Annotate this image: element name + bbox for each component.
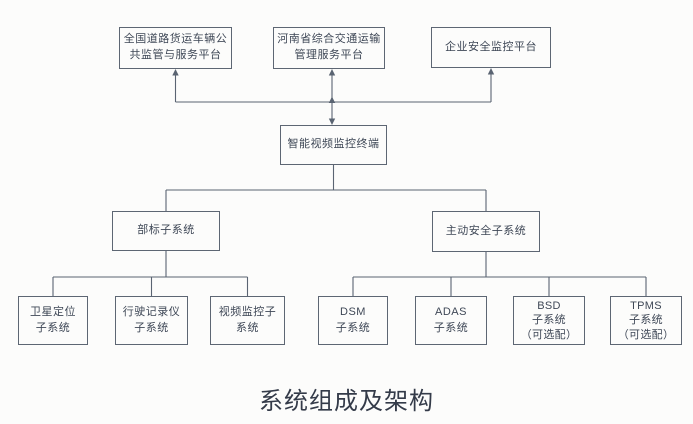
node-henan-transport-platform: 河南省综合交通运输 管理服务平台: [273, 27, 385, 69]
node-driving-recorder-subsystem: 行驶记录仪 子系统: [115, 296, 188, 345]
arrow-up-at-bus-junction: [328, 96, 336, 103]
node-dsm-subsystem: DSM 子系统: [318, 296, 388, 345]
level3-left-connectors: [52, 251, 249, 296]
arrow-down-into-terminal: [328, 118, 336, 125]
node-bubiao-subsystem: 部标子系统: [112, 211, 220, 251]
node-tpms-subsystem: TPMS 子系统 （可选配）: [610, 296, 682, 345]
top-bus-connectors: [172, 68, 495, 125]
node-national-freight-platform: 全国道路货运车辆公 共监管与服务平台: [119, 27, 232, 69]
node-intelligent-video-terminal: 智能视频监控终端: [280, 125, 387, 165]
node-adas-subsystem: ADAS 子系统: [415, 296, 487, 345]
arrow-up-into-enterprise: [487, 68, 495, 75]
level2-connectors: [165, 165, 487, 211]
node-enterprise-safety-platform: 企业安全监控平台: [431, 27, 551, 68]
diagram-caption: 系统组成及架构: [259, 388, 434, 415]
arrow-up-into-national: [172, 69, 179, 76]
node-video-monitoring-subsystem: 视频监控子 系统: [210, 296, 285, 345]
node-active-safety-subsystem: 主动安全子系统: [432, 211, 540, 252]
level3-right-connectors: [352, 252, 647, 296]
node-satellite-positioning-subsystem: 卫星定位 子系统: [18, 296, 88, 345]
node-bsd-subsystem: BSD 子系统 （可选配）: [513, 296, 585, 345]
arrow-up-into-henan: [328, 69, 336, 76]
